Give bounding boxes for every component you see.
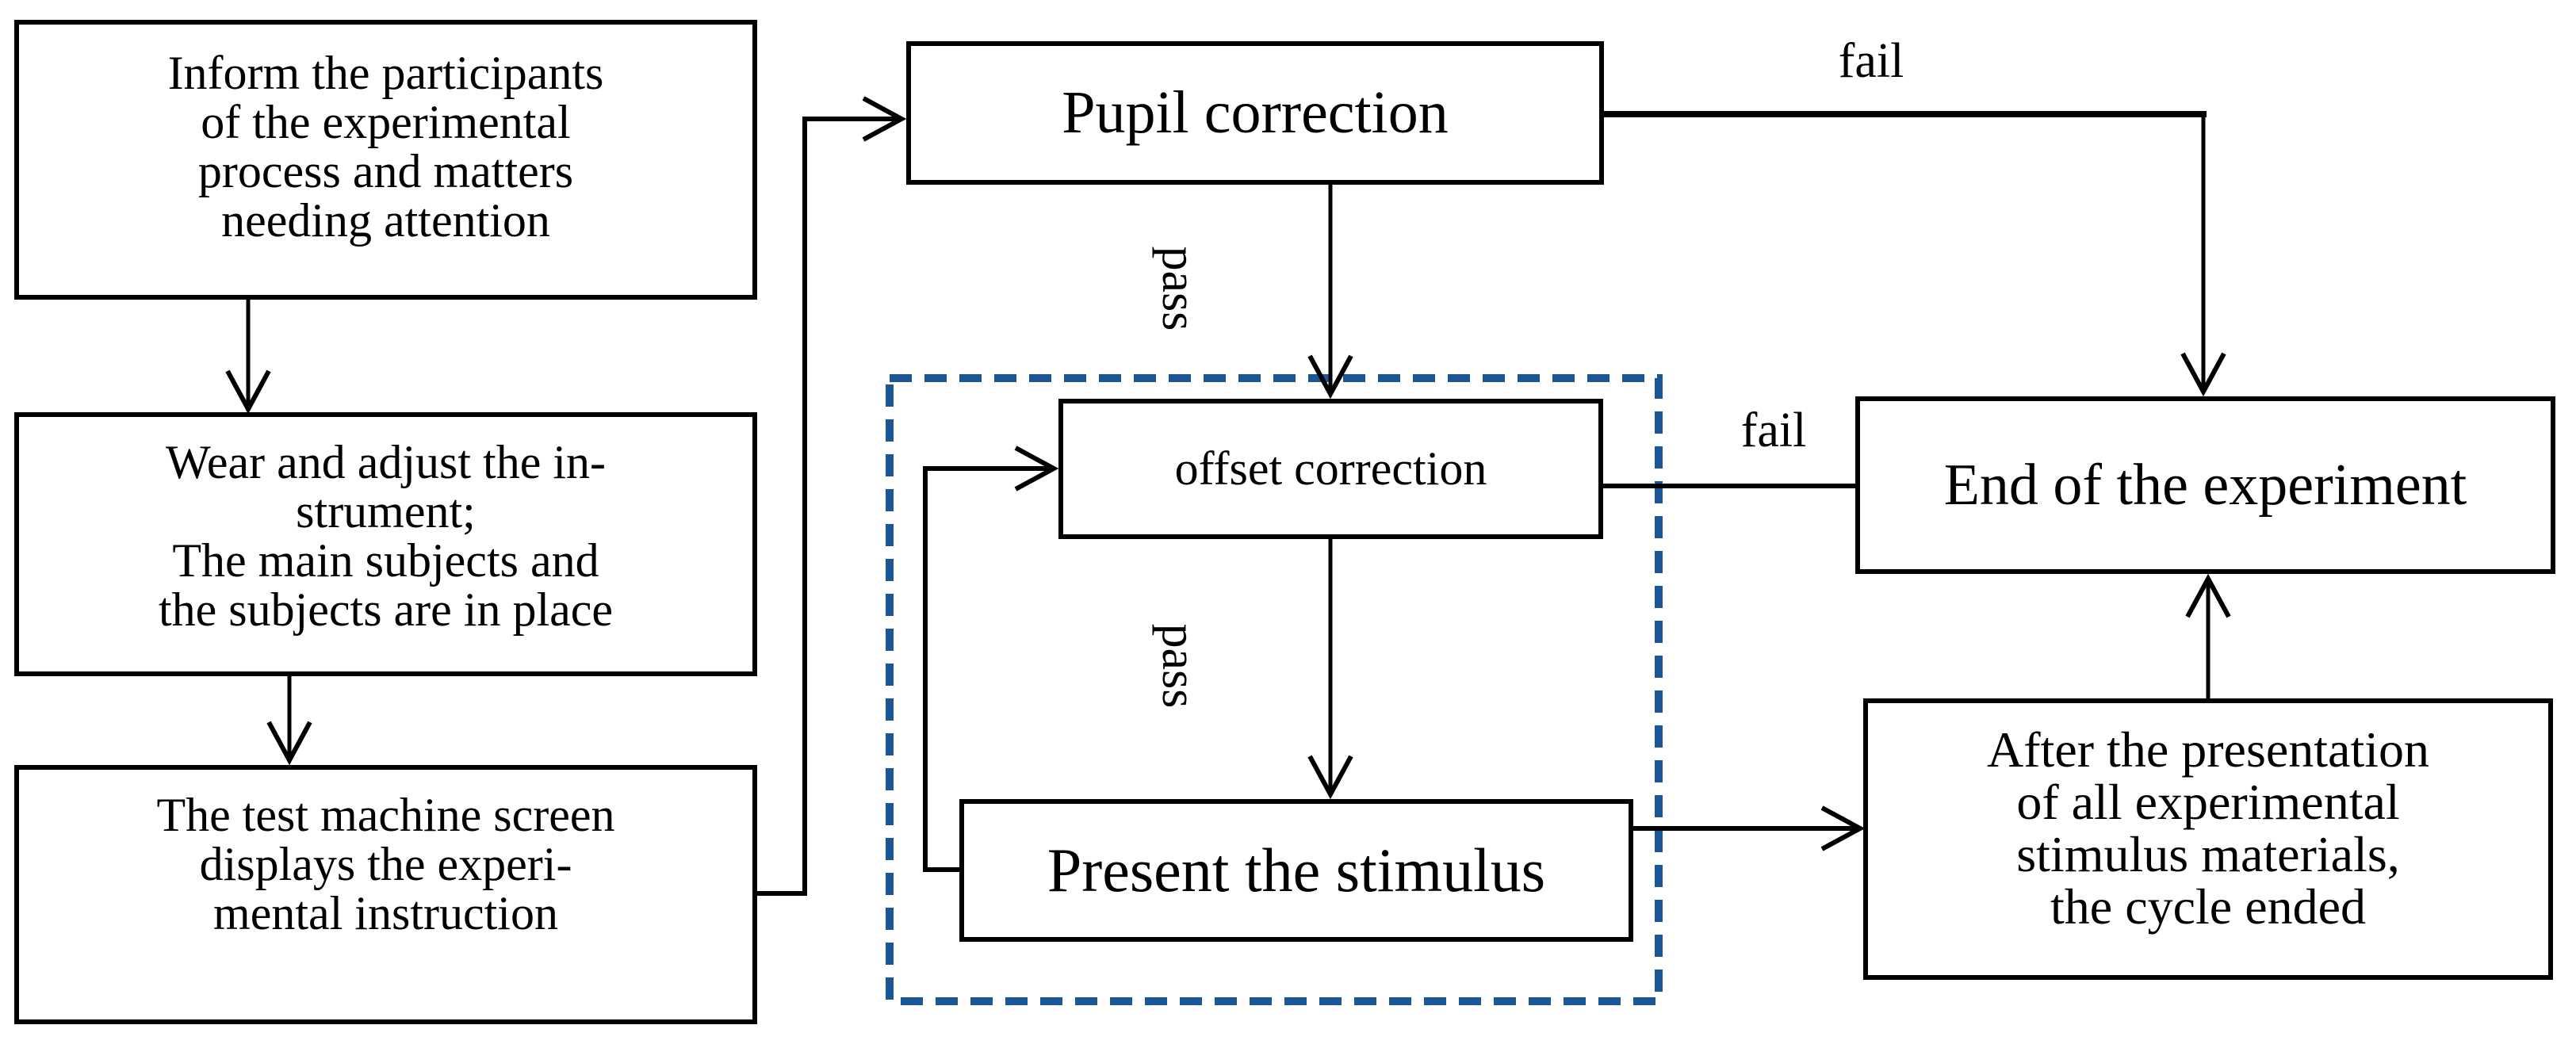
node-pupil-correction: Pupil correction (906, 41, 1604, 185)
node-end-of-experiment: End of the experiment (1855, 396, 2555, 574)
node-present-stimulus: Present the stimulus (959, 799, 1633, 942)
arrowhead-right-icon (862, 96, 907, 142)
arrowhead-down-icon (1307, 755, 1353, 800)
node-text-line: strument; (296, 485, 476, 537)
node-text-line: The main subjects and (172, 534, 599, 587)
node-text-line: stimulus materials, (2016, 826, 2400, 882)
node-text: offset correction (1174, 442, 1487, 495)
arrowhead-down-icon (1307, 354, 1353, 400)
arrowhead-down-icon (266, 721, 312, 766)
node-text-line: of the experimental (201, 96, 571, 148)
node-text: End of the experiment (1943, 452, 2467, 518)
node-after-presentation-cycle-ended: After the presentation of all experiment… (1863, 698, 2553, 980)
node-text: Present the stimulus (1047, 836, 1546, 905)
node-text-line: After the presentation (1987, 721, 2429, 778)
edge-label-fail-pupil: fail (1838, 33, 1904, 88)
node-inform-participants: Inform the participants of the experimen… (14, 20, 757, 300)
node-text: Pupil correction (1062, 79, 1449, 146)
node-text-line: needing attention (221, 194, 550, 247)
node-text-line: The test machine screen (156, 789, 615, 841)
node-text-line: of all experimental (2016, 774, 2400, 830)
arrowhead-right-icon (1820, 805, 1866, 851)
arrowhead-down-icon (225, 369, 271, 415)
node-text-line: Wear and adjust the in- (166, 436, 606, 488)
arrow-present-loop-to-offset-line (923, 466, 1052, 872)
node-offset-correction: offset correction (1058, 399, 1603, 539)
arrowhead-right-icon (1014, 446, 1059, 491)
dashed-cycle-region-border (886, 374, 1663, 1005)
edge-label-pass-offset: pass (1152, 623, 1207, 709)
arrowhead-up-icon (2185, 573, 2231, 618)
node-text-line: the subjects are in place (158, 583, 614, 636)
arrowhead-down-icon (2180, 352, 2226, 397)
node-text-line: Inform the participants (167, 47, 604, 99)
node-test-machine-instruction: The test machine screen displays the exp… (14, 765, 757, 1024)
node-text-line: displays the experi- (199, 838, 572, 890)
node-wear-adjust-instrument: Wear and adjust the in- strument; The ma… (14, 412, 757, 676)
node-text-line: process and matters (197, 145, 574, 197)
node-text-line: the cycle ended (2050, 878, 2366, 935)
node-text-line: mental instruction (213, 887, 558, 939)
edge-label-pass-pupil: pass (1152, 246, 1207, 331)
edge-label-fail-offset: fail (1740, 403, 1807, 457)
arrow-test-to-pupil-line (757, 117, 898, 896)
